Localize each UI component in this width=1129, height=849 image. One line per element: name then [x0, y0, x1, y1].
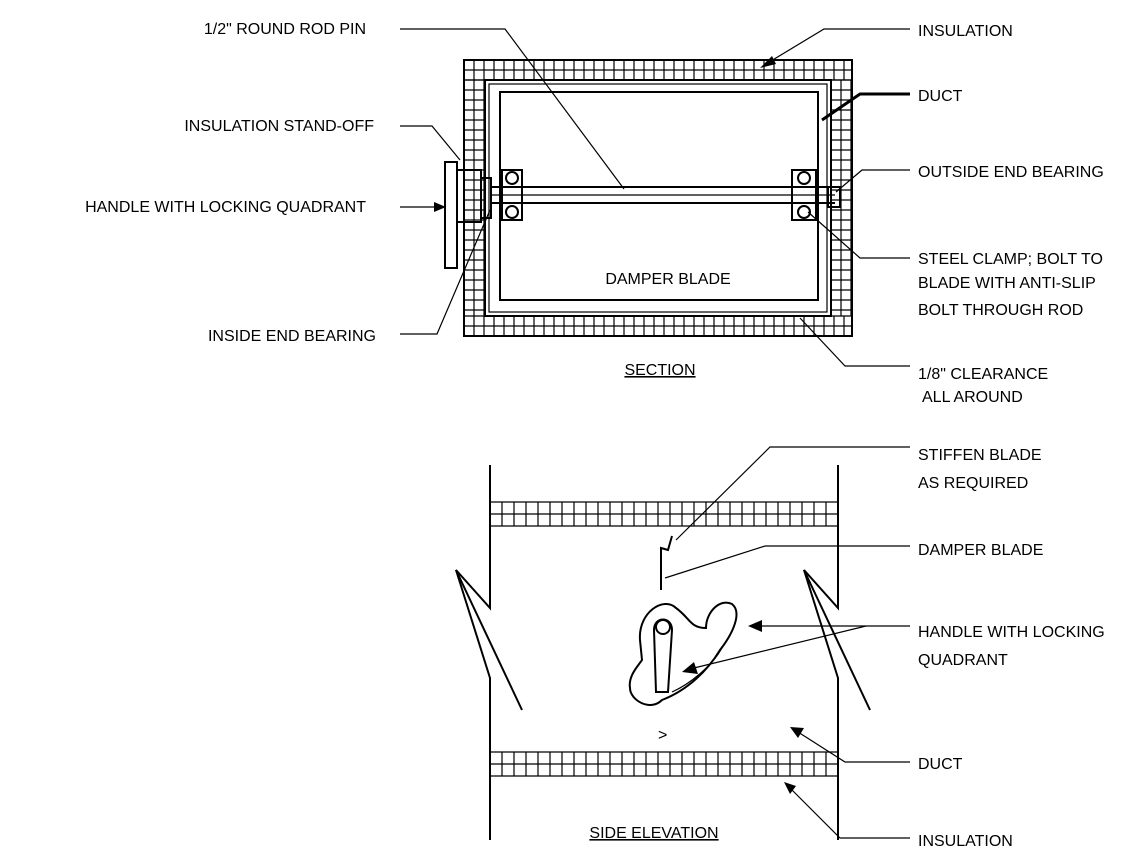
bottom-insulation-hatch: [489, 751, 839, 777]
arrow-handle-1: [748, 620, 762, 632]
leader-clearance: [799, 317, 910, 367]
arrow-handle-2: [682, 662, 698, 674]
damper-blade-outline: [499, 91, 819, 301]
label-clamp-1: STEEL CLAMP; BOLT TO: [918, 251, 1103, 268]
section-view: 1/2" ROUND ROD PIN INSULATION STAND-OFF …: [85, 21, 1104, 406]
leader-rod-pin: [400, 28, 625, 190]
leader-damper-blade: [664, 545, 910, 579]
leader-outside-bearing: [835, 169, 910, 193]
right-duct-side: [803, 465, 839, 840]
label-damper-blade: DAMPER BLADE: [605, 271, 730, 288]
leader-duct: [821, 92, 910, 122]
elevation-title: SIDE ELEVATION: [589, 825, 718, 842]
label-stiffen-2: AS REQUIRED: [918, 475, 1028, 492]
arrow-insulation: [760, 56, 776, 68]
label-inside-bearing: INSIDE END BEARING: [208, 328, 376, 345]
label-outside-bearing: OUTSIDE END BEARING: [918, 164, 1104, 181]
outside-bearing-ball: [797, 171, 811, 185]
outside-bearing: [791, 169, 817, 221]
label-clearance-2: ALL AROUND: [922, 389, 1023, 406]
label-stand-off: INSULATION STAND-OFF: [184, 118, 374, 135]
label-stiffen-1: STIFFEN BLADE: [918, 447, 1042, 464]
leader-insulation: [765, 28, 910, 65]
arrow-insulation-elev: [784, 782, 796, 794]
locking-quadrant: [628, 601, 738, 706]
handle-hub: [456, 169, 482, 223]
left-break: [455, 569, 523, 711]
leader-duct-elev: [797, 731, 910, 763]
section-title: SECTION: [624, 362, 695, 379]
label-handle: HANDLE WITH LOCKING QUADRANT: [85, 199, 366, 216]
inside-bearing-ball: [505, 171, 519, 185]
label-rod-pin: 1/2" ROUND ROD PIN: [204, 21, 366, 38]
top-insulation-hatch: [489, 501, 839, 527]
leader-handle-2: [693, 625, 867, 669]
label-clearance-1: 1/8" CLEARANCE: [918, 366, 1048, 383]
leader-stand-off: [400, 125, 461, 161]
label-duct: DUCT: [918, 88, 963, 105]
damper-blade-line: [660, 535, 673, 590]
leader-stiffen: [675, 446, 910, 541]
label-handle-elev-2: QUADRANT: [918, 652, 1008, 669]
label-clamp-2: BLADE WITH ANTI-SLIP: [918, 275, 1096, 292]
label-damper-blade-elev: DAMPER BLADE: [918, 542, 1043, 559]
leader-insulation-elev: [789, 787, 910, 839]
right-break: [803, 569, 871, 711]
label-clamp-3: BOLT THROUGH ROD: [918, 302, 1083, 319]
label-handle-elev-1: HANDLE WITH LOCKING: [918, 624, 1105, 641]
inside-bearing-ball: [505, 205, 519, 219]
elevation-view: > STIFFEN BLADE AS REQUIRED DAMPER BLADE…: [455, 446, 1105, 849]
handle-pivot: [655, 619, 671, 635]
outside-end-bearing: [827, 186, 841, 208]
label-duct-elev: DUCT: [918, 756, 963, 773]
handle-plate: [444, 161, 458, 269]
outside-bearing-ball: [797, 205, 811, 219]
quadrant-slot: [671, 647, 723, 693]
leader-inside-bearing: [400, 209, 491, 335]
leader-clamp: [807, 211, 910, 259]
label-insulation: INSULATION: [918, 23, 1013, 40]
arrow-duct-elev: [790, 727, 804, 738]
inside-bearing: [501, 169, 523, 221]
locking-mark: >: [658, 727, 667, 744]
label-insulation-elev: INSULATION: [918, 833, 1013, 849]
arrow-handle: [434, 202, 446, 212]
insulation-hatch: [463, 59, 852, 337]
left-duct-side: [455, 465, 491, 840]
